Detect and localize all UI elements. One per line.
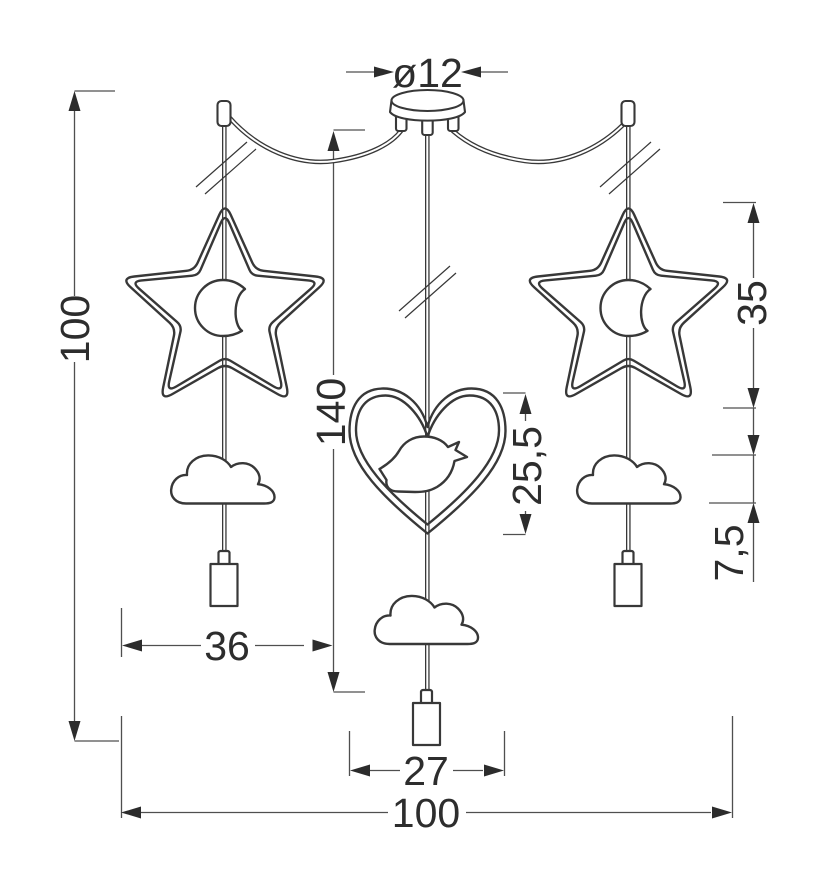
canopy-top [390, 88, 465, 113]
dim-ticks [723, 201, 756, 409]
arrowhead-down-icon [747, 435, 760, 455]
arrowhead-down-icon [747, 388, 760, 408]
lamp-socket-left [209, 549, 239, 608]
dim-label-heart-width: 27 [403, 748, 449, 794]
cord-ferrule-right [620, 99, 636, 128]
dim-drop-height [327, 129, 365, 693]
star-shade-left-inner [134, 216, 316, 390]
arrowhead-right-icon [312, 639, 333, 652]
suspension-cables [222, 114, 633, 695]
break-mark-center [398, 265, 457, 319]
break-mark-right [599, 141, 661, 195]
dim-line [348, 731, 506, 776]
cable-break-marks [195, 141, 661, 319]
lamp-socket-center [411, 688, 442, 747]
dim-label-heart-height: 25,5 [504, 426, 550, 506]
dim-label-cloud-height: 7,5 [706, 525, 752, 582]
dimension-labels: ø12 100 140 35 25,5 7,5 36 27 100 [52, 50, 775, 836]
star-shade-left-outer [125, 207, 325, 398]
cloud-left [169, 454, 276, 505]
ceiling-canopy [388, 88, 467, 137]
arrowhead-right-icon [712, 806, 732, 819]
arrowhead-down-icon [519, 514, 532, 534]
dim-label-overall-height: 100 [52, 295, 98, 363]
dim-heart-width [348, 731, 506, 777]
arrowhead-up-icon [327, 131, 340, 151]
arrowhead-down-icon [327, 672, 340, 692]
dim-label-star-width: 36 [204, 623, 250, 669]
dim-line [120, 716, 734, 818]
dim-label-canopy-diameter: ø12 [392, 50, 463, 96]
moon-left [193, 278, 247, 338]
dim-cloud-height [709, 435, 760, 582]
heart-shade-inner [354, 394, 501, 526]
dim-star-width [120, 608, 333, 657]
dim-line [332, 129, 365, 693]
arrowhead-left-icon [350, 764, 370, 777]
moon-right [599, 278, 652, 338]
arrowhead-left-icon [121, 806, 141, 819]
cable-core [228, 116, 402, 163]
lamp-socket-right [613, 549, 643, 608]
dim-label-overall-width: 100 [392, 790, 460, 836]
cloud-right [575, 454, 682, 505]
break-mark-left [195, 141, 257, 195]
dim-label-star-height: 35 [729, 280, 775, 326]
dim-line [503, 392, 527, 536]
arrowhead-up-icon [747, 503, 760, 523]
dim-overall-height [68, 90, 119, 742]
cord-ferrule-left [216, 99, 232, 128]
star-shade-right-outer [528, 207, 729, 398]
arrowhead-right-icon [374, 66, 394, 78]
star-shade-right-inner [537, 216, 720, 390]
dim-line [120, 608, 304, 657]
dim-line [73, 90, 119, 742]
arrowhead-up-icon [747, 203, 760, 223]
dim-heart-height [503, 392, 532, 536]
bird-figure [378, 435, 469, 494]
dim-overall-width [120, 716, 734, 819]
arrowhead-up-icon [68, 91, 81, 111]
dim-canopy-diameter [346, 66, 508, 78]
cable-core [452, 116, 632, 163]
cloud-center [373, 594, 480, 646]
arrowhead-left-icon [461, 66, 481, 78]
dim-label-drop-height: 140 [308, 378, 354, 446]
arrowhead-left-icon [122, 639, 142, 652]
arrowhead-down-icon [68, 721, 81, 741]
heart-shade-outer [348, 387, 507, 535]
dim-ticks [709, 454, 756, 504]
arrowhead-up-icon [519, 394, 532, 414]
arrowhead-right-icon [484, 764, 504, 777]
dim-star-height [723, 201, 760, 435]
